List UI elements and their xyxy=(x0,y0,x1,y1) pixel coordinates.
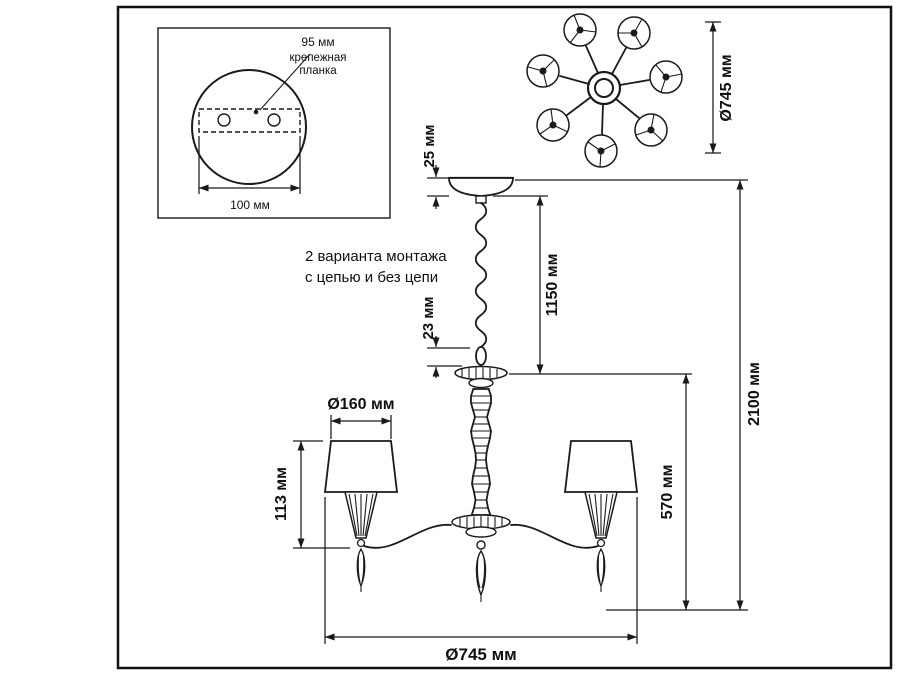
central-column xyxy=(470,388,492,516)
dim-label-1150mm: 1150 мм xyxy=(544,254,561,317)
shade-top-view xyxy=(584,134,618,168)
shade-top-view xyxy=(526,54,560,88)
mounting-note: 2 варианта монтажа с цепью и без цепи xyxy=(305,248,447,286)
hub-ribs xyxy=(459,516,503,528)
left-lamp xyxy=(323,440,399,592)
center-tassel xyxy=(475,540,487,602)
dim-width-745mm: Ø745 мм xyxy=(324,497,638,664)
dim-canopy-25mm: 25 мм xyxy=(421,124,449,209)
mount-detail-box: 95 мм крепежная планка 100 мм xyxy=(157,27,391,219)
dim-label-160mm: Ø160 мм xyxy=(327,396,394,413)
dim-label-745mm: Ø745 мм xyxy=(445,645,516,664)
right-tassel xyxy=(596,538,606,592)
dim-top-diameter: Ø745 мм xyxy=(705,21,735,154)
central-hub xyxy=(451,514,511,538)
shade-top-view xyxy=(563,13,597,47)
dim-label-113mm: 113 мм xyxy=(273,467,290,521)
left-tassel xyxy=(356,538,366,592)
chandelier-top-view: Ø745 мм xyxy=(526,13,735,168)
dim-100mm: 100 мм xyxy=(198,136,301,212)
screw-hole-left xyxy=(217,113,231,127)
shade-top-view xyxy=(649,60,683,94)
ceiling-canopy xyxy=(447,176,515,204)
left-arm xyxy=(363,524,452,549)
bracket-label-line2: планка xyxy=(299,65,337,77)
mounting-bracket xyxy=(198,108,301,133)
right-shade xyxy=(563,440,639,493)
upper-bobeche-ribs xyxy=(461,367,498,379)
leader-line xyxy=(259,53,311,111)
right-candle xyxy=(584,491,618,539)
dim-label-570mm: 570 мм xyxy=(659,465,676,520)
screw-hole-right xyxy=(267,113,281,127)
dim-label-95mm: 95 мм xyxy=(301,35,334,49)
column-ribs xyxy=(471,395,491,509)
chandelier-side-view xyxy=(323,176,639,602)
dim-label-100mm: 100 мм xyxy=(230,198,270,212)
suspension-chain xyxy=(474,202,488,348)
bracket-label-line1: крепежная xyxy=(290,52,347,64)
right-arm xyxy=(510,524,599,549)
dim-label-25mm: 25 мм xyxy=(421,124,438,167)
right-lamp xyxy=(563,440,639,592)
dim-label-top-745mm: Ø745 мм xyxy=(718,54,735,121)
dim-shade-160mm: Ø160 мм xyxy=(327,396,395,439)
dim-shade-113mm: 113 мм xyxy=(273,440,350,549)
mounting-note-line2: с цепью и без цепи xyxy=(305,269,438,286)
dim-total-2100mm: 2100 мм xyxy=(515,179,763,610)
canopy-top-view xyxy=(191,69,307,185)
center-ring-inner xyxy=(594,78,614,98)
top-view-arms xyxy=(559,45,650,135)
dim-body-570mm: 570 мм xyxy=(509,373,748,611)
leader-dot xyxy=(253,109,259,115)
dim-label-2100mm: 2100 мм xyxy=(746,362,763,426)
shade-top-view xyxy=(634,113,668,147)
shade-top-view xyxy=(617,16,651,50)
top-view-shades xyxy=(526,13,683,168)
left-shade xyxy=(323,440,399,493)
shade-top-view xyxy=(536,108,570,142)
mounting-note-line1: 2 варианта монтажа xyxy=(305,248,447,265)
dim-hook-23mm: 23 мм xyxy=(420,296,470,378)
dim-label-23mm: 23 мм xyxy=(420,296,437,339)
left-candle xyxy=(344,491,378,539)
chain-hook xyxy=(475,346,487,369)
upper-bobeche xyxy=(454,365,508,389)
dim-chain-1150mm: 1150 мм xyxy=(493,195,561,374)
dimensions: 25 мм 1150 мм 23 мм Ø160 мм 113 мм xyxy=(273,124,763,664)
